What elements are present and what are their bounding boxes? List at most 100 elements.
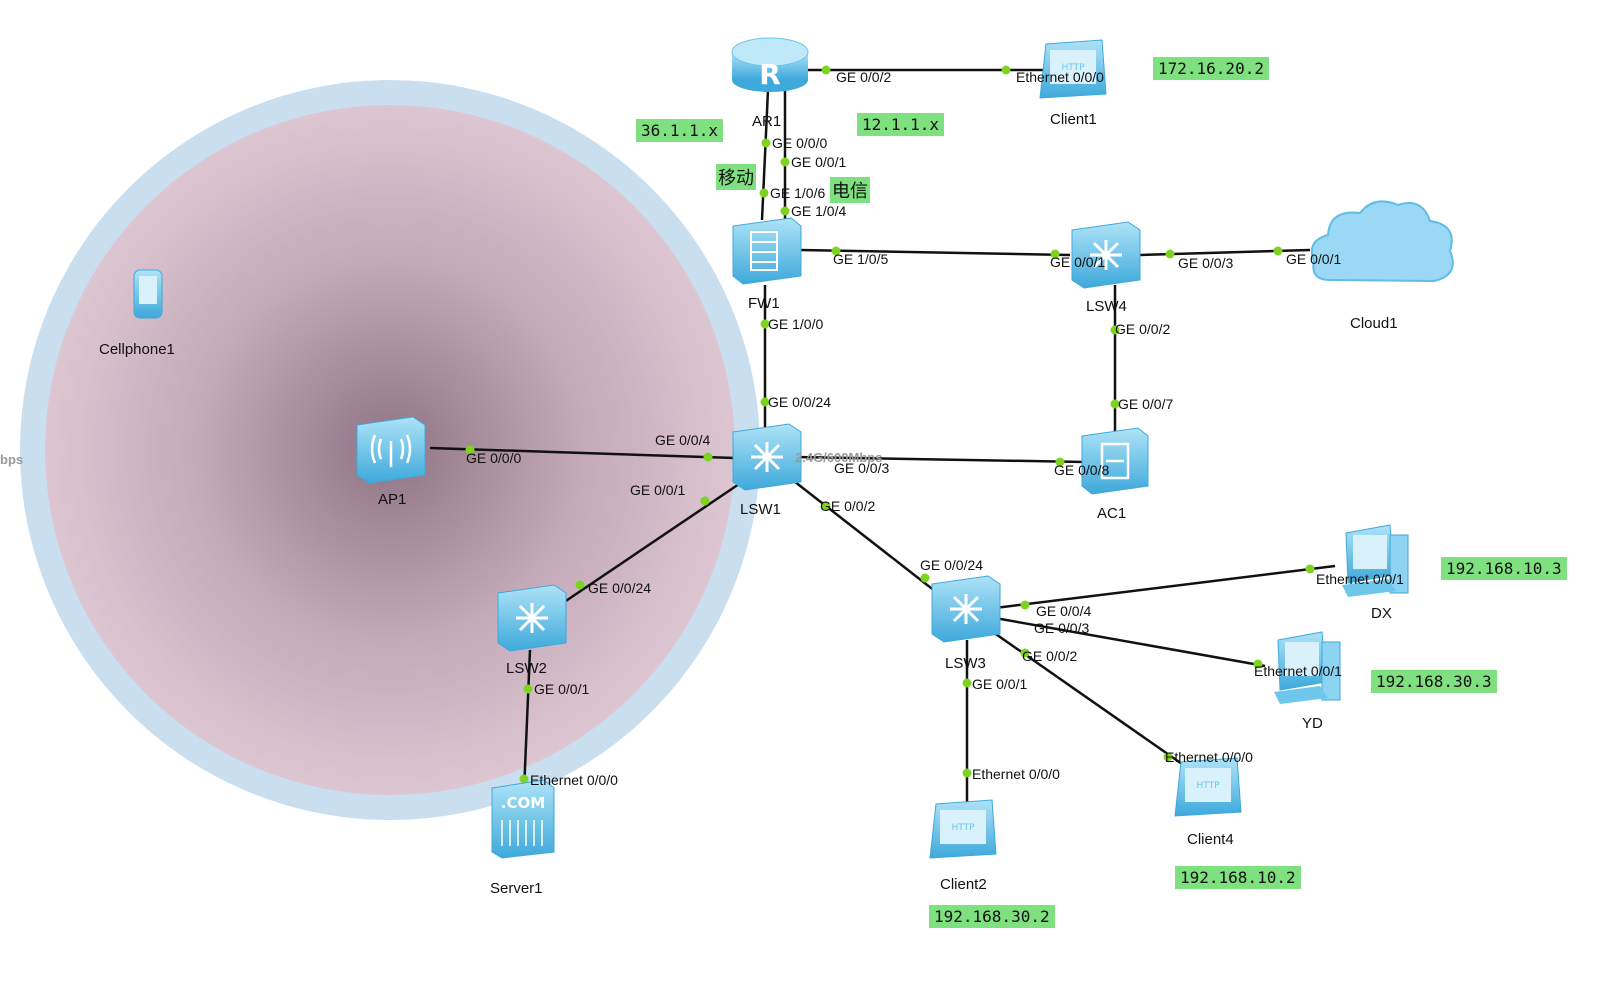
port-dot [962, 678, 972, 688]
port-label: GE 0/0/2 [820, 498, 876, 514]
port-label: GE 0/0/1 [630, 482, 686, 498]
cellphone-icon[interactable] [133, 269, 163, 319]
device-label-client4: Client4 [1187, 831, 1234, 848]
port-label: GE 1/0/6 [770, 185, 826, 201]
pc-icon[interactable] [1342, 524, 1409, 597]
ip-tag-client1: 172.16.20.2 [1153, 57, 1269, 80]
device-label-dx: DX [1371, 605, 1392, 622]
device-label-lsw1: LSW1 [740, 501, 781, 518]
device-label-ap1: AP1 [378, 491, 407, 508]
port-dot [1163, 752, 1173, 762]
port-dot [1020, 648, 1030, 658]
http-client-icon[interactable]: HTTP [1039, 39, 1107, 99]
port-dot [920, 573, 930, 583]
port-dot [761, 138, 771, 148]
port-dot [760, 319, 770, 329]
port-dot [831, 246, 841, 256]
port-label: Ethernet 0/0/1 [1316, 571, 1404, 587]
device-label-ac1: AC1 [1097, 505, 1127, 522]
device-label-client2: Client2 [940, 876, 987, 893]
port-dot [1050, 249, 1060, 259]
port-label: GE 0/0/1 [1050, 254, 1106, 270]
port-dot [700, 496, 710, 506]
device-label-yd: YD [1302, 715, 1323, 732]
port-label: GE 0/0/24 [588, 580, 652, 596]
port-label: GE 1/0/4 [791, 203, 847, 219]
ip-tag-dx: 192.168.10.3 [1441, 557, 1567, 580]
device-label-cloud1: Cloud1 [1350, 315, 1398, 332]
port-dot [1001, 65, 1011, 75]
port-dot [962, 768, 972, 778]
port-dot [821, 65, 831, 75]
port-label: Ethernet 0/0/0 [1016, 69, 1104, 85]
port-label: GE 0/0/3 [834, 460, 890, 476]
access-controller-icon[interactable] [1081, 427, 1149, 495]
port-dot [519, 774, 529, 784]
port-label: GE 0/0/7 [1118, 396, 1174, 412]
device-label-lsw4: LSW4 [1086, 298, 1127, 315]
switch-icon[interactable] [1071, 221, 1141, 289]
pc-icon[interactable] [1274, 631, 1341, 704]
port-label: GE 0/0/24 [920, 557, 984, 573]
link-fw1-lsw4 [799, 248, 1071, 257]
link-lsw1-lsw3 [789, 477, 941, 596]
port-dot [759, 188, 769, 198]
link-ar1-fw1-mobile [760, 89, 770, 221]
ip-tag-client4: 192.168.10.2 [1175, 866, 1301, 889]
link-lsw3-dx [994, 564, 1336, 610]
access-point-icon[interactable] [356, 416, 426, 484]
svg-text:R: R [759, 58, 781, 91]
port-label: GE 0/0/1 [972, 676, 1028, 692]
isp-label-telecom: 电信 [830, 177, 870, 203]
port-label: GE 0/0/2 [1022, 648, 1078, 664]
cloud-icon[interactable] [1310, 200, 1454, 283]
port-label: GE 0/0/24 [768, 394, 832, 410]
port-dot [1110, 399, 1120, 409]
switch-icon[interactable] [931, 575, 1001, 643]
port-dot [1253, 659, 1263, 669]
ip-tag-client2: 192.168.30.2 [929, 905, 1055, 928]
port-label: GE 0/0/3 [1178, 255, 1234, 271]
switch-icon[interactable] [497, 584, 567, 652]
port-label: GE 0/0/3 [1034, 620, 1090, 636]
port-dot [1305, 564, 1315, 574]
port-dot [1273, 246, 1283, 256]
port-label: GE 0/0/1 [1286, 251, 1342, 267]
device-label-lsw2: LSW2 [506, 660, 547, 677]
switch-icon[interactable] [732, 423, 802, 491]
port-label: GE 0/0/4 [1036, 603, 1092, 619]
svg-text:HTTP: HTTP [951, 823, 975, 833]
port-label: GE 0/0/2 [1115, 321, 1171, 337]
port-dot [703, 452, 713, 462]
port-label: GE 0/0/8 [1054, 462, 1110, 478]
wifi-rate-fragment: bps [0, 452, 24, 467]
svg-text:HTTP: HTTP [1061, 63, 1085, 73]
port-label: GE 0/0/4 [655, 432, 711, 448]
port-label: Ethernet 0/0/0 [530, 772, 618, 788]
port-dot [575, 580, 585, 590]
svg-text:.COM: .COM [501, 794, 545, 812]
device-label-cellphone1: Cellphone1 [99, 341, 175, 358]
link-ap1-lsw1 [429, 446, 736, 460]
port-dot [760, 397, 770, 407]
link-lsw3-yd [994, 616, 1266, 668]
wifi-rate-label: 2.4G/600Mbps [795, 450, 883, 465]
port-label: Ethernet 0/0/0 [972, 766, 1060, 782]
port-label: GE 0/0/0 [772, 135, 828, 151]
http-client-icon[interactable]: HTTP [1174, 757, 1242, 817]
port-dot [523, 684, 533, 694]
router-icon[interactable]: R [731, 37, 809, 92]
firewall-icon[interactable] [732, 217, 802, 285]
port-dot [465, 445, 475, 455]
svg-text:HTTP: HTTP [1196, 781, 1220, 791]
http-client-icon[interactable]: HTTP [929, 799, 997, 859]
port-label: GE 0/0/2 [836, 69, 892, 85]
port-label: GE 0/0/1 [534, 681, 590, 697]
port-dot [780, 206, 790, 216]
server-icon[interactable]: .COM [491, 779, 555, 859]
port-dot [1055, 457, 1065, 467]
network-tag-mobile: 36.1.1.x [636, 119, 724, 142]
device-label-fw1: FW1 [748, 295, 780, 312]
port-label: GE 1/0/5 [833, 251, 889, 267]
port-label: GE 0/0/0 [466, 450, 522, 466]
